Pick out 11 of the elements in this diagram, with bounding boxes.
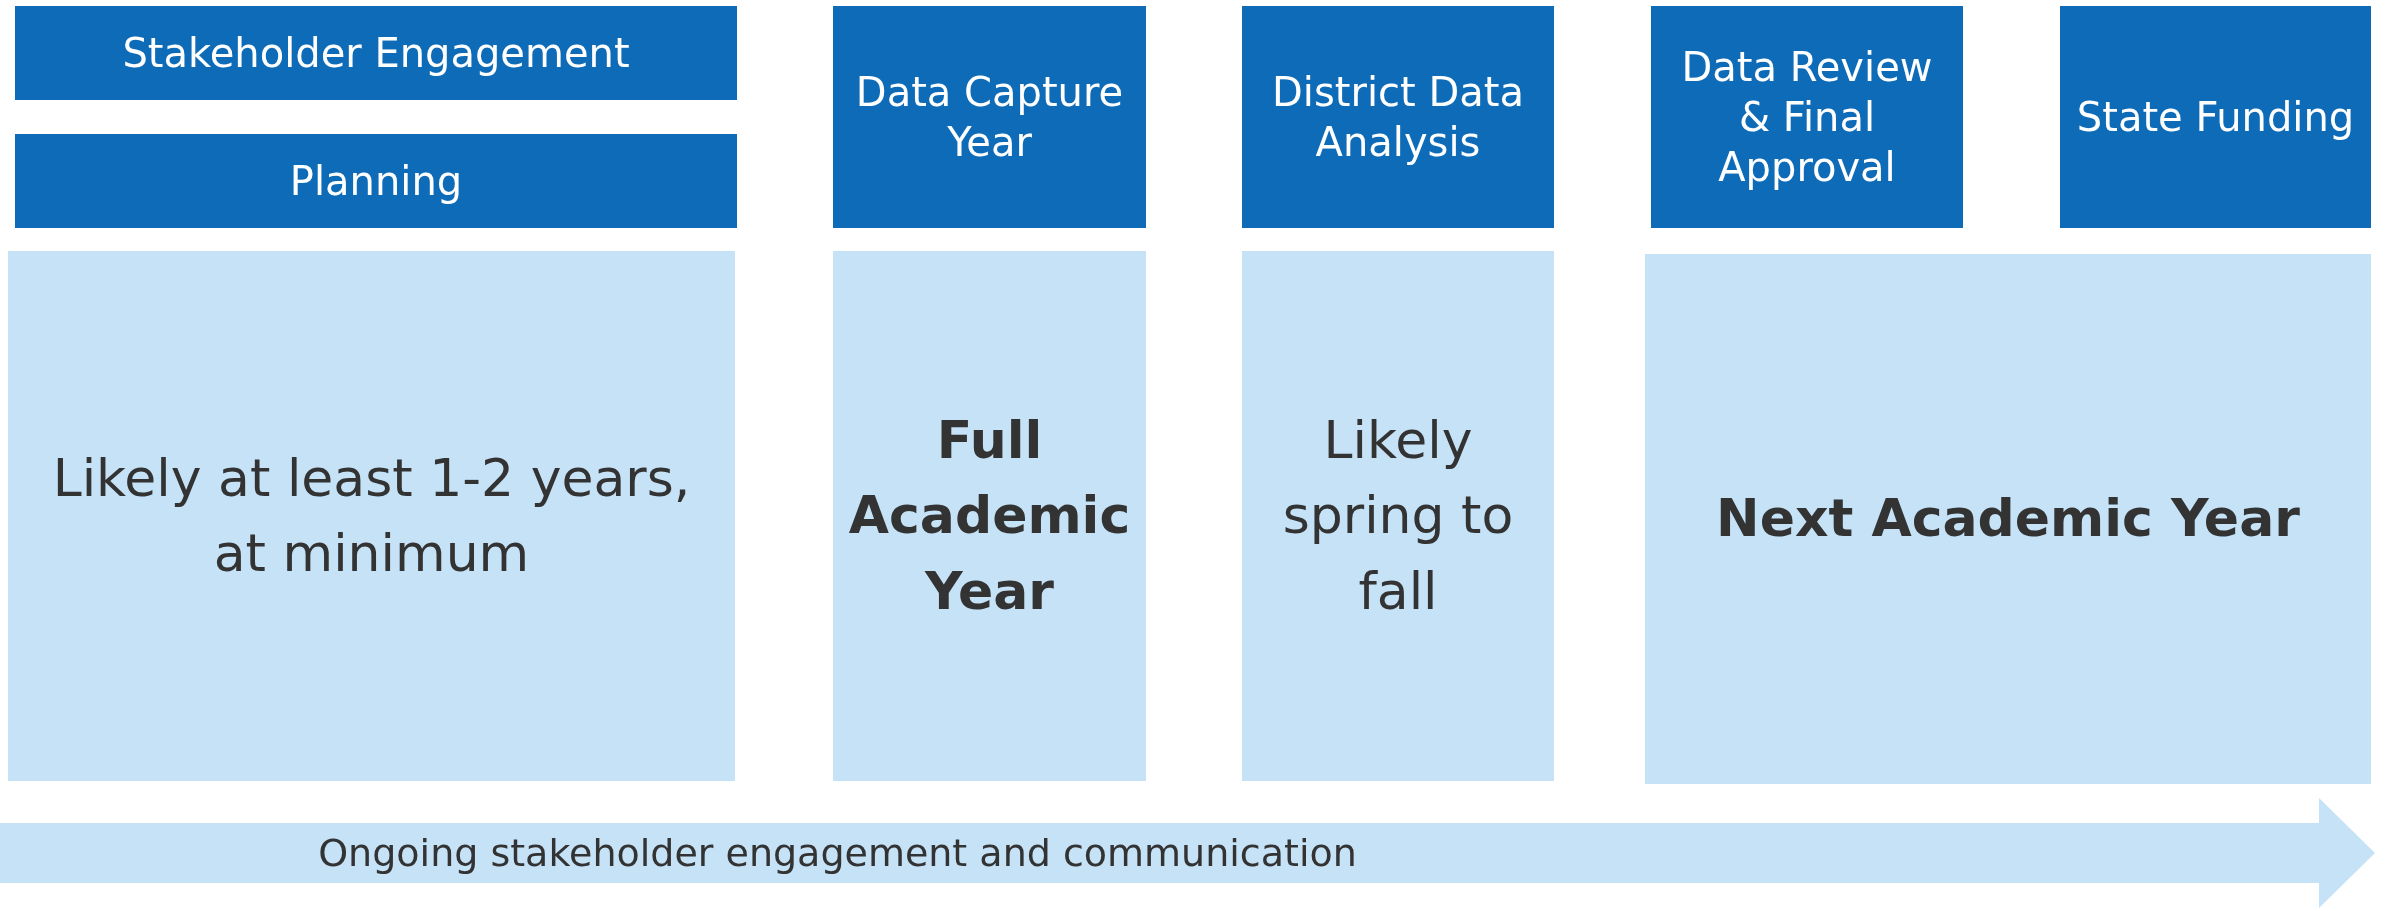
phase-header: Stakeholder Engagement: [15, 6, 737, 100]
phase-header: District Data Analysis: [1242, 6, 1554, 228]
phase-header: Planning: [15, 134, 737, 228]
duration-panel: Next Academic Year: [1645, 254, 2371, 784]
duration-panel: Likely spring to fall: [1242, 251, 1554, 781]
phase-header: Data Review & Final Approval: [1651, 6, 1963, 228]
duration-panel: Full Academic Year: [833, 251, 1146, 781]
phase-header: Data Capture Year: [833, 6, 1146, 228]
duration-panel: Likely at least 1-2 years, at minimum: [8, 251, 735, 781]
phase-header: State Funding: [2060, 6, 2371, 228]
arrow-label: Ongoing stakeholder engagement and communication: [318, 831, 1357, 875]
